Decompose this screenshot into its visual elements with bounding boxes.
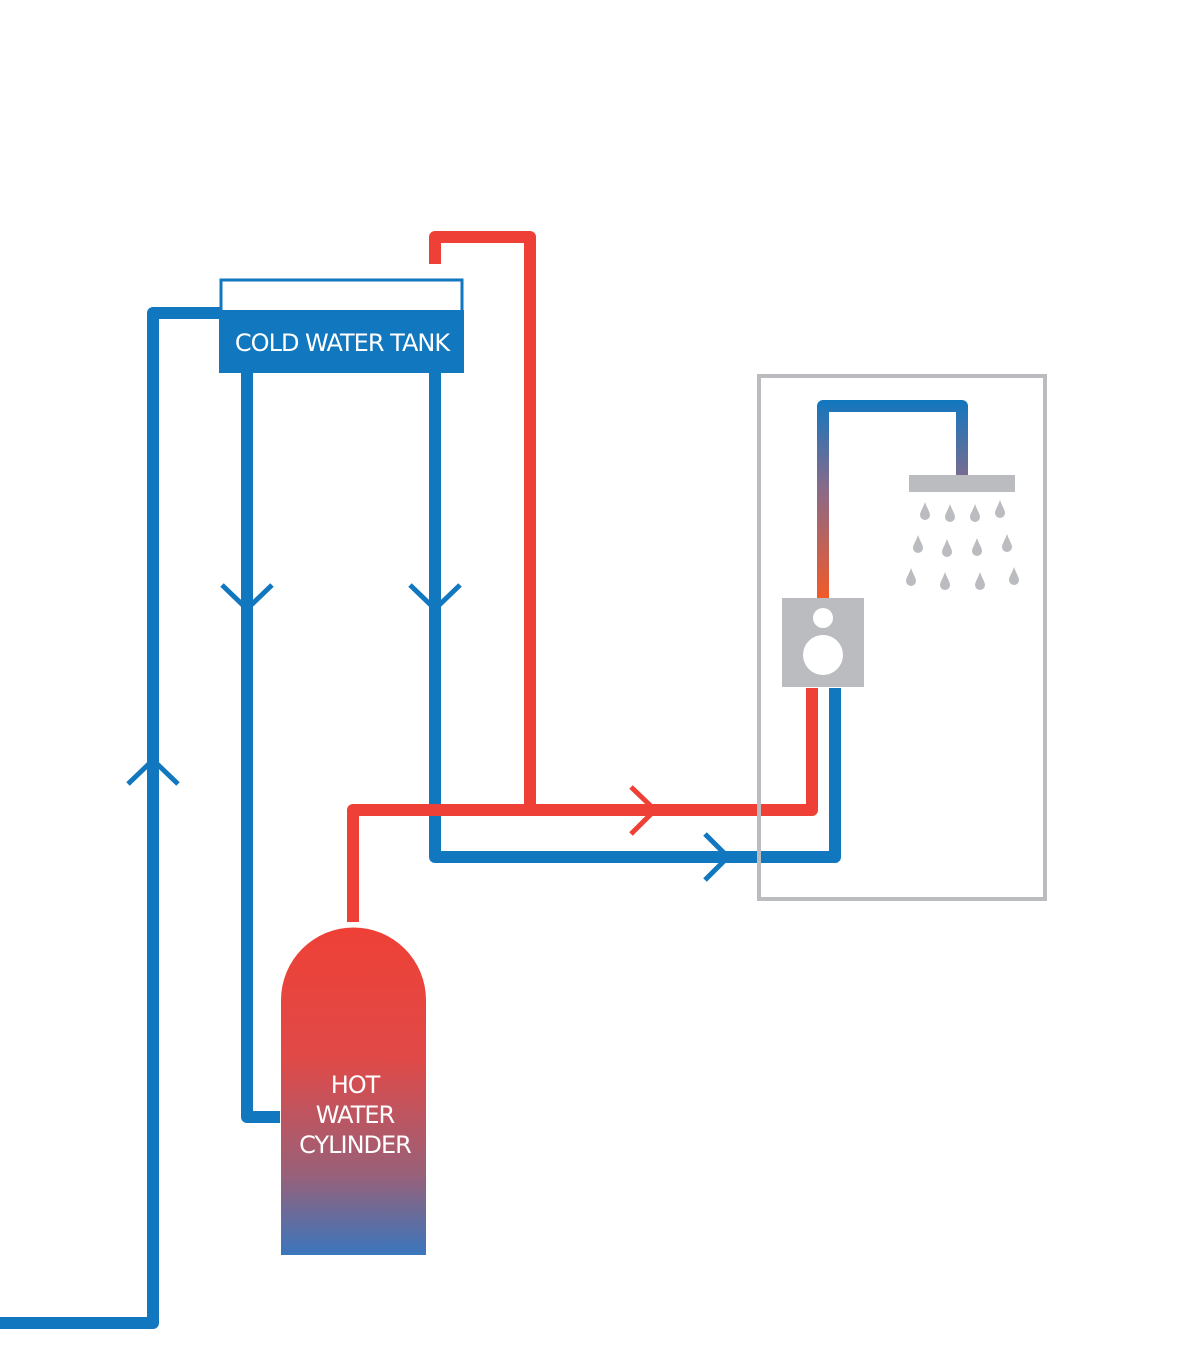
water-drop-icon — [945, 504, 955, 522]
water-drop-icon — [940, 572, 950, 590]
water-drop-icon — [942, 539, 952, 557]
hot-feed-pipe — [347, 688, 818, 922]
cold-feed-to-shower-pipe — [429, 372, 841, 863]
cold-feed-to-cylinder-pipe — [241, 372, 280, 1123]
cylinder-label-line-2: WATER — [316, 1101, 395, 1129]
mixed-water-pipe — [817, 400, 968, 598]
water-drop-icon — [1009, 567, 1019, 585]
hot-water-cylinder: HOT WATER CYLINDER — [281, 927, 426, 1255]
cylinder-label-line-1: HOT — [331, 1071, 381, 1099]
flow-arrow-icon — [220, 583, 274, 613]
cold-water-tank: COLD WATER TANK — [219, 278, 464, 373]
flow-arrow-icon — [408, 583, 462, 613]
water-drop-icon — [906, 568, 916, 586]
shower-enclosure — [757, 374, 1047, 901]
flow-arrow-icon — [703, 832, 732, 882]
flow-arrow-icon — [629, 785, 659, 836]
water-drop-icon — [913, 535, 923, 553]
shower-mixer-icon — [782, 598, 864, 687]
water-drop-icon — [995, 500, 1005, 518]
cold-tank-label: COLD WATER TANK — [235, 329, 451, 357]
water-drop-icon — [1002, 534, 1012, 552]
water-drop-icon — [920, 502, 930, 520]
water-drop-icon — [975, 572, 985, 590]
mains-supply-pipe — [0, 307, 222, 1329]
water-drop-icon — [972, 538, 982, 556]
cylinder-label-line-3: CYLINDER — [299, 1131, 411, 1159]
water-drop-icon — [970, 504, 980, 522]
vent-pipe — [429, 231, 536, 810]
flow-arrow-icon — [126, 756, 180, 786]
shower-head-icon — [909, 475, 1015, 492]
